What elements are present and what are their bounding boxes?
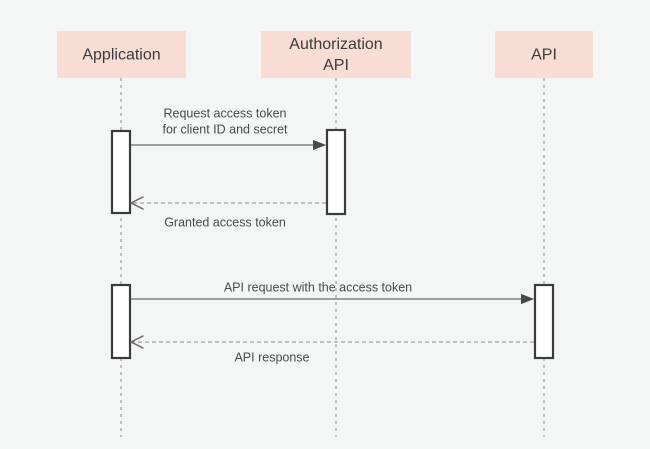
message-label-api-response: API response bbox=[234, 350, 309, 364]
participant-box-application[interactable] bbox=[57, 31, 186, 78]
activation-bar-api-1[interactable] bbox=[533, 283, 555, 360]
participant-authorization-api[interactable]: Authorization API bbox=[261, 31, 411, 78]
participant-label-application: Application bbox=[82, 47, 160, 64]
participant-label-authorization-api-line1: Authorization bbox=[289, 36, 382, 53]
message-label-api-request: API request with the access token bbox=[224, 280, 412, 294]
participant-box-authorization-api[interactable] bbox=[261, 31, 411, 78]
message-label-request-access-token-line2: for client ID and secret bbox=[162, 122, 288, 136]
arrowheads-overlay-group bbox=[130, 140, 534, 349]
activation-bar-authorization-api-1[interactable] bbox=[325, 128, 347, 216]
participant-label-api: API bbox=[531, 47, 557, 64]
arrowhead-icon-request-access-token-overlay bbox=[313, 140, 326, 150]
arrowhead-icon-api-request-overlay bbox=[521, 294, 534, 304]
arrowhead-icon-api-response-overlay bbox=[130, 335, 144, 349]
message-label-request-access-token-line1: Request access token bbox=[164, 106, 287, 120]
participant-api[interactable]: API bbox=[495, 31, 593, 78]
participant-label-authorization-api-line2: API bbox=[323, 57, 349, 74]
participant-box-api[interactable] bbox=[495, 31, 593, 78]
arrowhead-icon-granted-access-token-overlay bbox=[130, 196, 144, 210]
activation-bar-application-1[interactable] bbox=[110, 129, 132, 215]
activation-bar-application-2[interactable] bbox=[110, 283, 132, 360]
activation-bars-group bbox=[110, 128, 555, 360]
participant-application[interactable]: Application bbox=[57, 31, 186, 78]
message-label-granted-access-token: Granted access token bbox=[164, 215, 286, 229]
